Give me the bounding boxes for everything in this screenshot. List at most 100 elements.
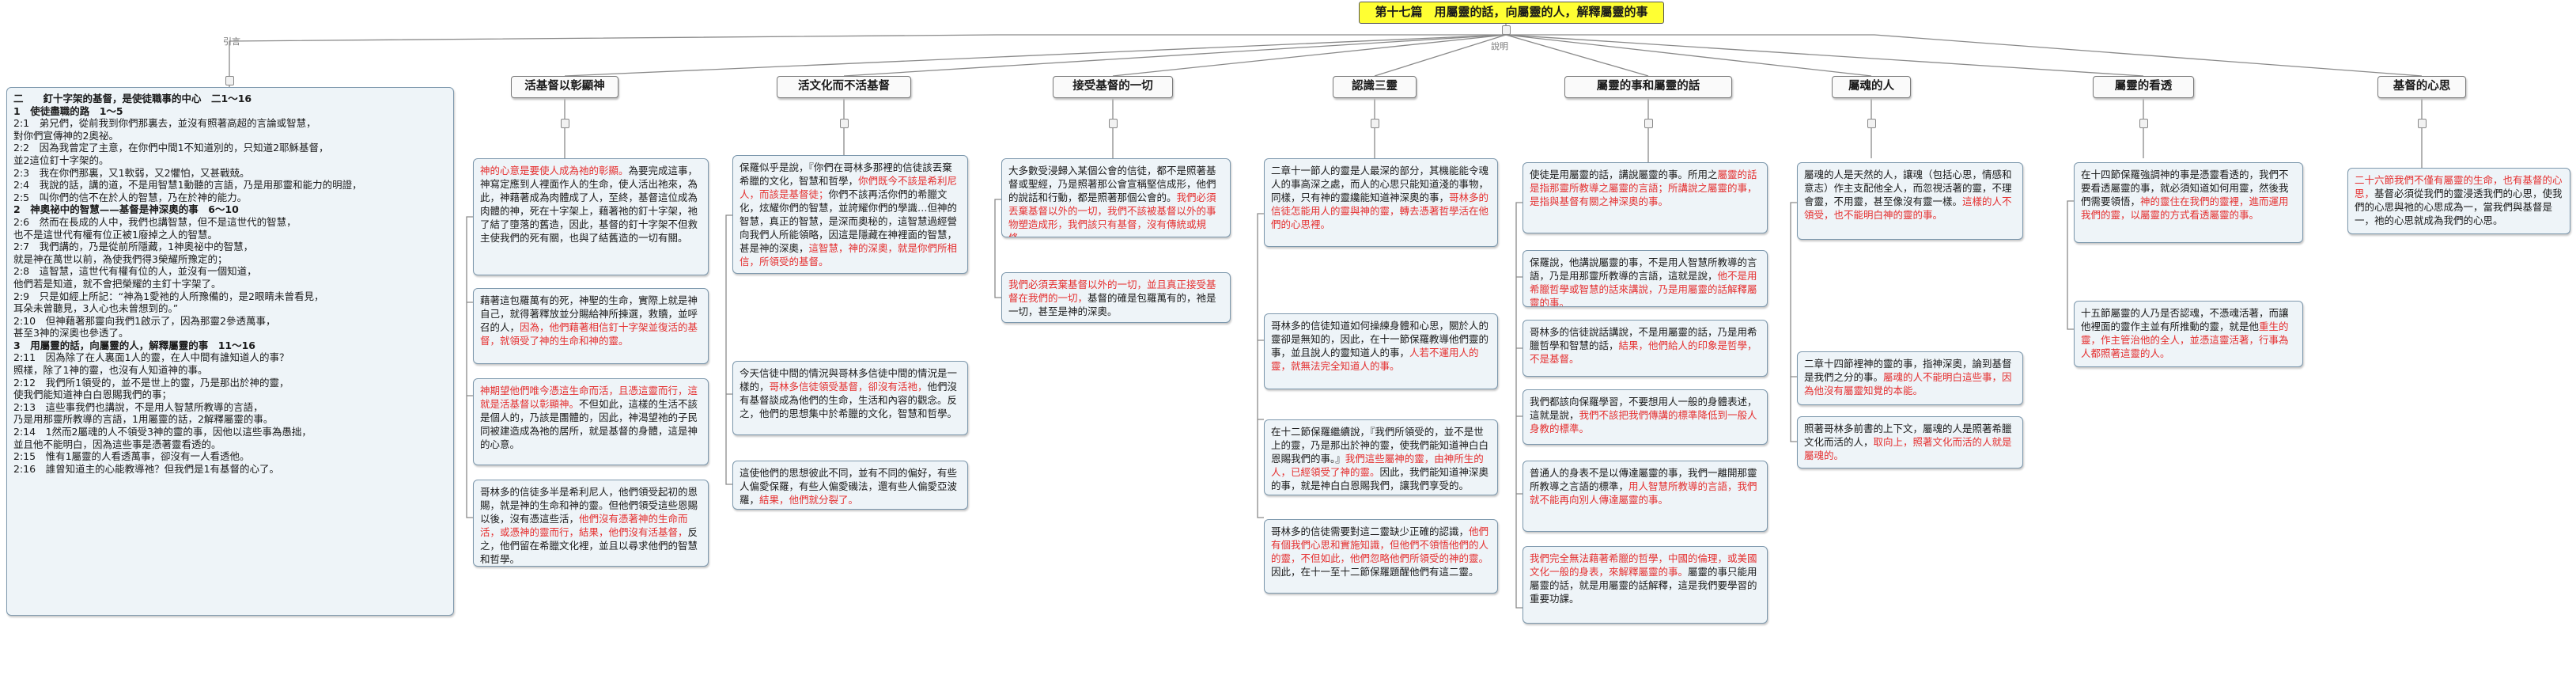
- note-card[interactable]: 照著哥林多前書的上下文，屬魂的人是照著希臘文化而活的人，取向上，照著文化而活的人…: [1797, 416, 2023, 468]
- topic-live-culture[interactable]: 活文化而不活基督: [777, 76, 911, 98]
- topic-mind-of-christ[interactable]: 基督的心思: [2377, 76, 2466, 98]
- topic-spiritual-words[interactable]: 屬靈的事和屬靈的話: [1564, 76, 1732, 98]
- outline-verse: 使我們能知道神白白恩賜我們的事；: [13, 389, 172, 401]
- note-text: 我們都該向保羅學習，不要想用人一般的身體表述，這就是說，: [1530, 396, 1757, 421]
- note-marker-icon: [840, 119, 849, 128]
- outline-verse: 2:12 我們所1領受的，並不是世上的靈，乃是那出於神的靈，: [13, 376, 289, 389]
- highlight-text: 我們不該把我們傳講的標準降低到一般人身教的標準。: [1530, 409, 1757, 434]
- note-marker-icon: [225, 76, 234, 85]
- highlight-text: 屬靈的話是指那靈所教導之屬靈的言語；所講說之屬靈的事，是指與基督有關之神深奧的事…: [1530, 169, 1757, 207]
- note-text: 為要完成這事，神寫定應到人裡面作人的生命，使人活出祂來，為此，神藉著成為肉體成了…: [480, 165, 698, 244]
- highlight-text: 我們必須丟棄基督以外的一切，我們不該被基督以外的事物塑造成形，我們該只有基督，沒…: [1008, 192, 1216, 237]
- note-text: 因此，在十一至十二節保羅題醒他們有這二靈。: [1271, 566, 1479, 578]
- outline-verse: 也不是這世代有權有位正被1廢掉之人的智慧。: [13, 228, 218, 241]
- note-text: 哥林多的信徒多半是希利尼人，他們領受起初的恩賜，就是神的生命和神的靈。但他們領受…: [480, 486, 698, 525]
- topic-soulish-man[interactable]: 屬魂的人: [1832, 76, 1911, 98]
- note-card[interactable]: 藉著這包羅萬有的死，神聖的生命，實際上就是神自己，就得著釋放並分賜給神所揀選，救…: [473, 288, 709, 364]
- collapse-toggle-icon[interactable]: [1502, 25, 1511, 35]
- outline-heading: 2 神奧祕中的智慧——基督是神深奧的事 6～10: [13, 203, 239, 216]
- outline-verse: 2:1 弟兄們，從前我到你們那裏去，並沒有照著高超的言論或智慧，: [13, 117, 316, 130]
- highlight-text: 結果，他們就分裂了。: [759, 494, 859, 506]
- note-text: 保羅似乎是說，『你們在哥林多那裡的信徒該丟棄希臘的文化，智慧和哲學，: [740, 161, 952, 187]
- note-text: 十五節屬靈的人乃是否認魂，不憑魂活著，而讓他裡面的靈作主並有所推動的靈，就是他: [2081, 307, 2289, 332]
- note-text: 因此，我們能知道神深奧的事，就是神白白恩賜我們，讓我們享受的。: [1271, 466, 1489, 491]
- note-text: 你們不該再活你們的希臘文化，炫耀你們的智慧，並誇耀你們的學識…但神的智慧，真正的…: [740, 188, 958, 254]
- highlight-text: 重生的靈，作主管治他的全人，並憑這靈活著，行事為人都照著這靈的人。: [2081, 321, 2289, 359]
- note-card[interactable]: 屬魂的人是天然的人，讓魂（包括心思，情感和意志）作主支配他全人，而忽視活著的靈，…: [1797, 162, 2023, 240]
- highlight-text: 他不是用希臘哲學或智慧的話來講說，乃是用屬靈的話解釋屬靈的事。: [1530, 270, 1757, 307]
- note-text: 哥林多的信徒知道如何操練身體和心思，關於人的靈卻是無知的，因此，在十一節保羅教導…: [1271, 320, 1489, 358]
- outline-verse: 2:13 這些事我們也講說，不是用人智慧所教導的言語，: [13, 400, 263, 413]
- note-marker-icon: [2418, 119, 2427, 128]
- note-text: 今天信徒中間的情況與哥林多信徒中間的情況是一樣的，: [740, 367, 958, 393]
- note-text: 屬靈的事只能用屬靈的話，就是用屬靈的話解釋，這是我們要學習的重要功課。: [1530, 566, 1757, 605]
- note-card[interactable]: 神期望他們唯今憑這生命而活，且憑這靈而行，這就是活基督以彰顯神。不但如此，這樣的…: [473, 378, 709, 465]
- outline-verse: 乃是用那靈所教導的言語，1用屬靈的話，2解釋屬靈的事。: [13, 413, 274, 426]
- note-card[interactable]: 大多數受浸歸入某個公會的信徒，都不是照著基督或聖經，乃是照著那公會宣稱堅信成形，…: [1001, 158, 1231, 237]
- note-card[interactable]: 哥林多的信徒說話講說，不是用屬靈的話，乃是用希臘哲學和智慧的話，結果，他們給人的…: [1523, 320, 1768, 377]
- note-card[interactable]: 普通人的身表不是以傳達屬靈的事，我們一離開那靈所教導之言語的標準，用人智慧所教導…: [1523, 461, 1768, 532]
- note-card[interactable]: 使徒是用屬靈的話，講說屬靈的事。所用之屬靈的話是指那靈所教導之屬靈的言語；所講說…: [1523, 162, 1768, 233]
- outline-verse: 2:7 我們講的，乃是從前所隱藏，1神奧祕中的智慧，: [13, 241, 254, 253]
- note-marker-icon: [561, 119, 569, 128]
- topic-spiritual-discern[interactable]: 屬靈的看透: [2093, 76, 2194, 98]
- outline-verse: 2:11 因為除了在人裏面1人的靈，在人中間有誰知道人的事？: [13, 351, 289, 364]
- highlight-text: 屬魂的人不能明白這些事，因為他沒有屬靈知覺的本能。: [1804, 371, 2012, 396]
- note-card[interactable]: 我們完全無法藉著希臘的哲學，中國的倫理，或美國文化一般的身表，來解釋屬靈的事。屬…: [1523, 546, 1768, 624]
- note-card[interactable]: 這使他們的思想彼此不同，並有不同的偏好，有些人偏愛保羅，有些人偏愛磯法，還有些人…: [732, 461, 968, 510]
- highlight-text: 用人智慧所教導的言語，我們就不能再向別人傳達屬靈的事。: [1530, 480, 1757, 506]
- note-card[interactable]: 哥林多的信徒知道如何操練身體和心思，關於人的靈卻是無知的，因此，在十一節保羅教導…: [1264, 313, 1498, 389]
- outline-heading: 3 用屬靈的話，向屬靈的人，解釋屬靈的事 11～16: [13, 339, 255, 351]
- topic-three-spirits[interactable]: 認識三靈: [1333, 76, 1417, 98]
- note-card[interactable]: 保羅似乎是說，『你們在哥林多那裡的信徒該丟棄希臘的文化，智慧和哲學，你們既今不該…: [732, 155, 968, 274]
- outline-verse: 2:10 但神藉著那靈向我們1啟示了，因為那靈2參透萬事，: [13, 314, 276, 327]
- highlight-text: 神期望他們唯今憑這生命而活，且憑這靈而行，這就是活基督以彰顯神。: [480, 385, 698, 410]
- note-card[interactable]: 十五節屬靈的人乃是否認魂，不憑魂活著，而讓他裡面的靈作主並有所推動的靈，就是他重…: [2074, 301, 2303, 367]
- highlight-text: 二十六節我們不僅有屬靈的生命，也有基督的心思，: [2355, 174, 2563, 199]
- note-card[interactable]: 神的心意是要使人成為祂的彰顯。為要完成這事，神寫定應到人裡面作人的生命，使人活出…: [473, 158, 709, 275]
- highlight-text: 神的靈住在我們的靈裡，進而運用我們的靈，以屬靈的方式看透屬靈的事。: [2081, 195, 2289, 221]
- note-card[interactable]: 我們都該向保羅學習，不要想用人一般的身體表述，這就是說，我們不該把我們傳講的標準…: [1523, 389, 1768, 445]
- highlight-text: 神的心意是要使人成為祂的彰顯。: [480, 165, 629, 176]
- root-topic[interactable]: 第十七篇 用屬靈的話，向屬靈的人，解釋屬靈的事: [1359, 2, 1664, 24]
- note-card[interactable]: 二章十四節裡神的靈的事，指神深奧，論到基督是我們之分的事。屬魂的人不能明白這些事…: [1797, 351, 2023, 405]
- note-text: 二章十一節人的靈是人最深的部分，其機能能令魂人的事高深之處，而人的心思只能知道淺…: [1271, 165, 1489, 203]
- note-text: 保羅說，他講說屬靈的事，不是用人智慧所教導的言語，乃是用那靈所教導的言語，這就是…: [1530, 256, 1757, 282]
- note-card[interactable]: 保羅說，他講說屬靈的事，不是用人智慧所教導的言語，乃是用那靈所教導的言語，這就是…: [1523, 250, 1768, 307]
- topic-receive-christ[interactable]: 接受基督的一切: [1053, 76, 1173, 98]
- topic-live-christ[interactable]: 活基督以彰顯神: [511, 76, 618, 98]
- note-text: 不但如此，這樣的生活不該是個人的，乃該是團體的，因此，神渴望祂的子民同被建造成為…: [480, 398, 698, 450]
- outline-heading: 1 使徒盡職的路 1～5: [13, 104, 123, 117]
- note-marker-icon: [1371, 119, 1379, 128]
- note-card[interactable]: 我們必須丟棄基督以外的一切，並且真正接受基督在我們的一切，基督的確是包羅萬有的，…: [1001, 272, 1231, 323]
- highlight-text: 哥林多的信徒怎能用人的靈與神的靈，轉去憑著哲學活在他們的心思裡。: [1271, 192, 1489, 230]
- note-text: 藉著這包羅萬有的死，神聖的生命，實際上就是神自己，就得著釋放並分賜給神所揀選，救…: [480, 294, 698, 333]
- note-marker-icon: [1867, 119, 1876, 128]
- note-text: 大多數受浸歸入某個公會的信徒，都不是照著基督或聖經，乃是照著那公會宣稱堅信成形，…: [1008, 165, 1216, 203]
- note-card[interactable]: 哥林多的信徒需要對這二靈缺少正確的認識，他們有個我們心思和實施知識，但他們不領悟…: [1264, 519, 1498, 594]
- highlight-text: 哥林多信徒領受基督，卻沒有活祂，: [769, 381, 928, 393]
- highlight-text: 因為，他們藉著相信釘十字架並復活的基督，就領受了神的生命和神的靈。: [480, 321, 698, 347]
- note-card[interactable]: 二章十一節人的靈是人最深的部分，其機能能令魂人的事高深之處，而人的心思只能知道淺…: [1264, 158, 1498, 247]
- note-card[interactable]: 今天信徒中間的情況與哥林多信徒中間的情況是一樣的，哥林多信徒領受基督，卻沒有活祂…: [732, 361, 968, 435]
- outline-verse: 2:9 只是如經上所記：“神為1愛祂的人所豫備的，是2眼睛未曾看見，: [13, 290, 324, 302]
- note-marker-icon: [1644, 119, 1653, 128]
- note-card[interactable]: 在十四節保羅強調神的事是憑靈看透的，我們不要看透屬靈的事，就必須知道如何用靈，然…: [2074, 162, 2303, 243]
- note-text: 哥林多的信徒需要對這二靈缺少正確的認識，: [1271, 525, 1470, 537]
- note-text: 基督的確是包羅萬有的，祂是一切，甚至是神的深奧。: [1008, 292, 1216, 317]
- outline-verse: 並且他不能明白，因為這些事是憑著靈看透的。: [13, 438, 221, 450]
- note-marker-icon: [1109, 119, 1118, 128]
- highlight-text: 這智慧，神的深奧，就是你們所相信，所領受的基督。: [740, 242, 958, 267]
- highlight-text: 我們這些屬神的靈，由神所生的人，已經領受了神的靈。: [1271, 453, 1484, 478]
- outline-verse: 2:14 1然而2屬魂的人不領受3神的靈的事，因他以這些事為愚拙，: [13, 426, 312, 438]
- outline-verse: 甚至3神的深奧也參透了。: [13, 327, 129, 340]
- outline-verse: 耳朵未曾聽見，3人心也未曾想到的。”: [13, 302, 179, 315]
- note-card[interactable]: 哥林多的信徒多半是希利尼人，他們領受起初的恩賜，就是神的生命和神的靈。但他們領受…: [473, 480, 709, 567]
- note-card[interactable]: 二十六節我們不僅有屬靈的生命，也有基督的心思，基督必須從我們的靈浸透我們的心思，…: [2347, 168, 2570, 234]
- note-card[interactable]: 在十二節保羅繼續說，『我們所領受的，並不是世上的靈，乃是那出於神的靈，使我們能知…: [1264, 419, 1498, 495]
- outline-verse: 2:2 因為我曾定了主意，在你們中間1不知道別的，只知道2耶穌基督，: [13, 142, 329, 154]
- highlight-text: 你們既今不該是希利尼人，而該是基督徒；: [740, 175, 958, 200]
- note-text: 哥林多的信徒說話講說，不是用屬靈的話，乃是用希臘哲學和智慧的話，: [1530, 326, 1757, 351]
